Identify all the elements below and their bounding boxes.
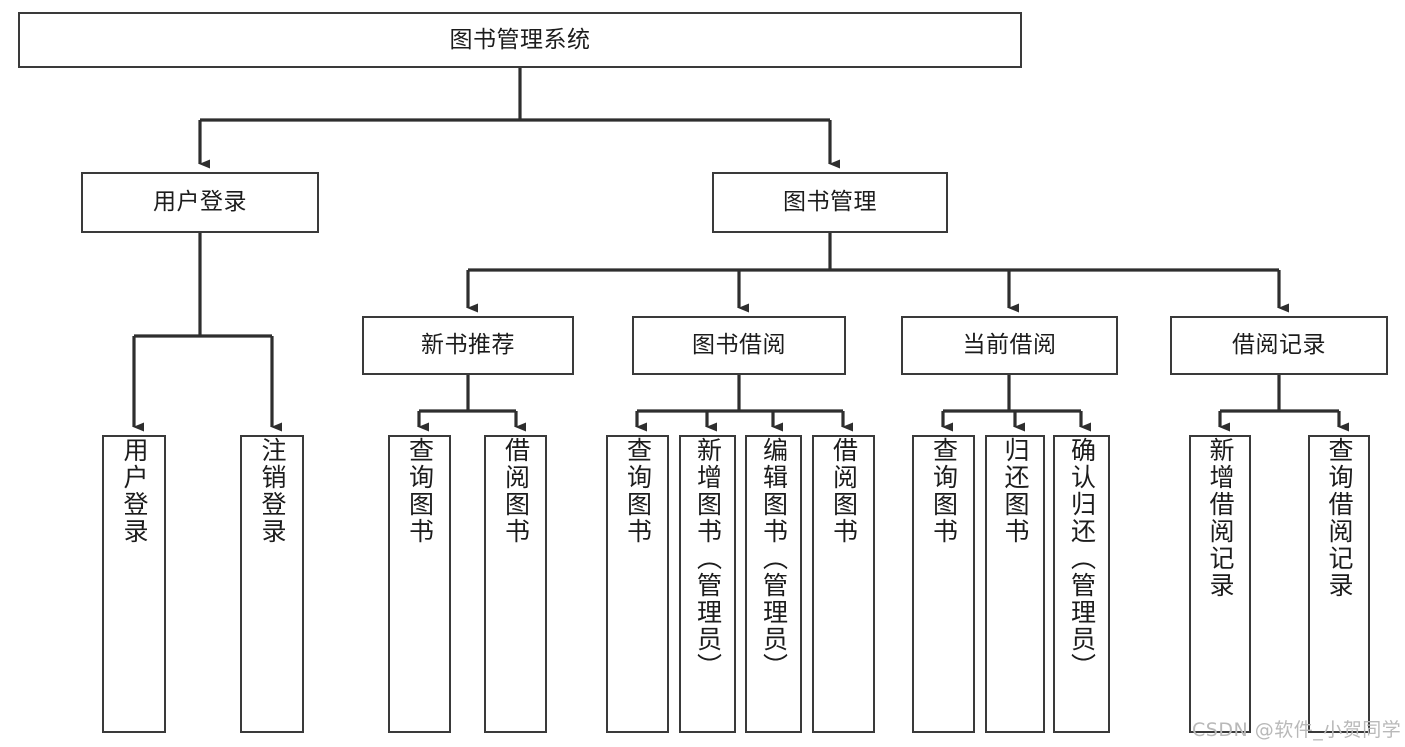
- leaf-query-book-cb[interactable]: 查询图书: [912, 435, 975, 733]
- csdn-watermark: CSDN @软件_小贺同学: [1192, 715, 1401, 742]
- leaf-query-book-rec-label: 查询图书: [405, 437, 435, 545]
- node-borrow-record-label: 借阅记录: [1232, 332, 1326, 359]
- node-current-borrow[interactable]: 当前借阅: [901, 316, 1118, 375]
- leaf-borrow-book-rec-label: 借阅图书: [501, 437, 531, 545]
- node-user-login[interactable]: 用户登录: [81, 172, 319, 233]
- leaf-query-borrow-record-label: 查询借阅记录: [1325, 437, 1354, 599]
- leaf-return-book-label: 归还图书: [1001, 437, 1030, 545]
- node-book-borrow[interactable]: 图书借阅: [632, 316, 846, 375]
- node-book-borrow-label: 图书借阅: [692, 332, 786, 359]
- leaf-logout-label: 注销登录: [258, 437, 287, 545]
- leaf-confirm-return-admin-label: 确认归还（管理员）: [1067, 437, 1097, 680]
- leaf-borrow-book-bb-label: 借阅图书: [829, 437, 859, 545]
- leaf-query-book-rec[interactable]: 查询图书: [388, 435, 451, 733]
- leaf-edit-book-admin[interactable]: 编辑图书（管理员）: [745, 435, 802, 733]
- node-borrow-record[interactable]: 借阅记录: [1170, 316, 1388, 375]
- leaf-add-book-admin-label: 新增图书（管理员）: [693, 437, 723, 680]
- leaf-logout[interactable]: 注销登录: [240, 435, 304, 733]
- node-root-label: 图书管理系统: [449, 26, 591, 53]
- leaf-edit-book-admin-label: 编辑图书（管理员）: [759, 437, 789, 680]
- leaf-query-book-bb[interactable]: 查询图书: [606, 435, 669, 733]
- leaf-return-book[interactable]: 归还图书: [985, 435, 1045, 733]
- leaf-add-book-admin[interactable]: 新增图书（管理员）: [679, 435, 736, 733]
- node-new-book-recommend-label: 新书推荐: [421, 332, 515, 359]
- leaf-confirm-return-admin[interactable]: 确认归还（管理员）: [1053, 435, 1110, 733]
- node-user-login-label: 用户登录: [153, 189, 247, 216]
- csdn-watermark-text: CSDN @软件_小贺同学: [1192, 719, 1402, 741]
- node-root[interactable]: 图书管理系统: [18, 12, 1022, 68]
- leaf-query-book-cb-label: 查询图书: [929, 437, 959, 545]
- leaf-borrow-book-bb[interactable]: 借阅图书: [812, 435, 875, 733]
- node-current-borrow-label: 当前借阅: [962, 332, 1057, 359]
- leaf-user-login-label: 用户登录: [120, 437, 149, 545]
- leaf-user-login[interactable]: 用户登录: [102, 435, 166, 733]
- node-new-book-recommend[interactable]: 新书推荐: [362, 316, 574, 375]
- leaf-borrow-book-rec[interactable]: 借阅图书: [484, 435, 547, 733]
- node-book-management-label: 图书管理: [783, 189, 877, 216]
- leaf-query-book-bb-label: 查询图书: [623, 437, 653, 545]
- leaf-add-borrow-record[interactable]: 新增借阅记录: [1189, 435, 1251, 733]
- leaf-query-borrow-record[interactable]: 查询借阅记录: [1308, 435, 1370, 733]
- leaf-add-borrow-record-label: 新增借阅记录: [1206, 437, 1235, 599]
- node-book-management[interactable]: 图书管理: [712, 172, 948, 233]
